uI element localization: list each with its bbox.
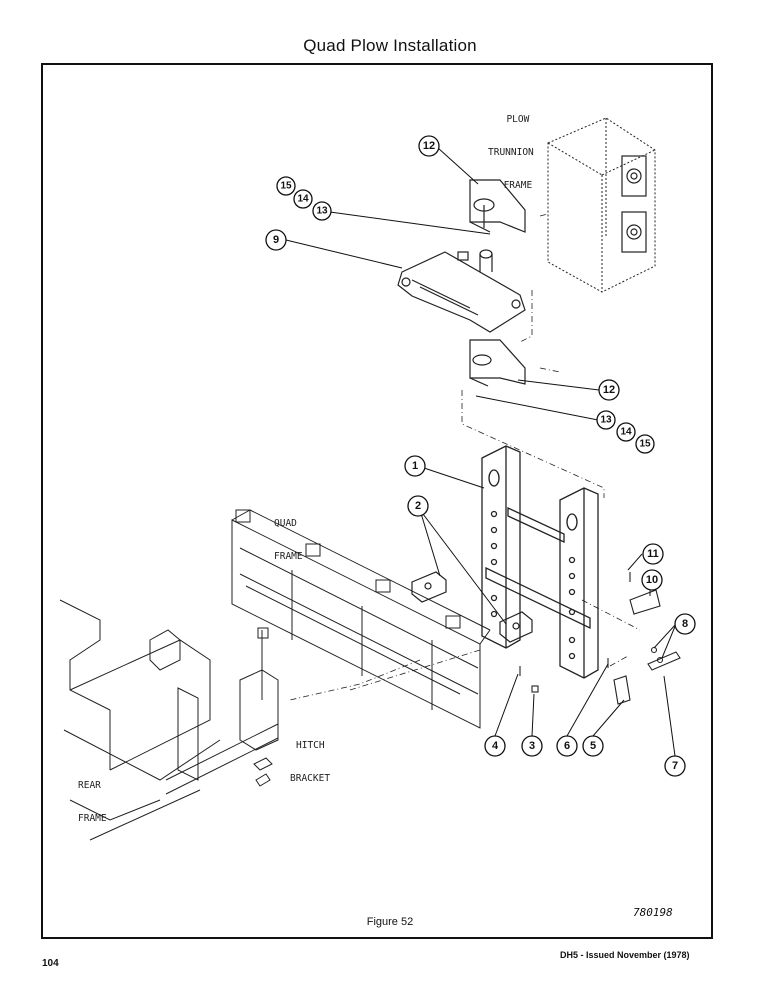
callout-15-upper-text: 15 — [280, 181, 292, 192]
callout-14-lower — [616, 422, 636, 442]
callout-1-text: 1 — [412, 460, 418, 472]
callout-8 — [674, 613, 696, 635]
callout-13-upper — [312, 201, 332, 221]
callout-12-lower — [598, 379, 620, 401]
callouts — [265, 135, 696, 777]
callout-7 — [664, 755, 686, 777]
label-plow-trunnion-frame: PLOW TRUNNION FRAME — [488, 92, 534, 202]
link-arm — [397, 249, 526, 333]
label-plow-line2: TRUNNION — [488, 147, 534, 158]
lower-bracket — [469, 339, 526, 387]
callout-3-text: 3 — [529, 740, 535, 752]
label-hitch-bracket: HITCH BRACKET — [290, 718, 330, 795]
callout-8-text: 8 — [682, 618, 688, 630]
callout-5-text: 5 — [590, 740, 596, 752]
callout-15-lower-text: 15 — [639, 439, 651, 450]
callout-11 — [642, 543, 664, 565]
callout-13-lower — [596, 410, 616, 430]
figure-caption: Figure 52 — [366, 916, 414, 928]
callout-12-lower-text: 12 — [603, 384, 615, 396]
label-hitch-line1: HITCH — [296, 740, 325, 751]
label-rear-frame: REAR FRAME — [78, 758, 107, 835]
label-rear-line1: REAR — [78, 780, 101, 791]
callout-6-text: 6 — [564, 740, 570, 752]
callout-9-text: 9 — [273, 234, 279, 246]
callout-5 — [582, 735, 604, 757]
callout-4 — [484, 735, 506, 757]
callout-13-lower-text: 13 — [600, 415, 612, 426]
callout-14-upper — [293, 189, 313, 209]
hitch-bracket — [165, 627, 279, 795]
callout-14-lower-text: 14 — [620, 427, 632, 438]
rear-frame — [59, 599, 221, 841]
trunnion-bosses — [621, 155, 647, 253]
page-title: Quad Plow Installation — [303, 36, 477, 55]
callout-15-lower — [635, 434, 655, 454]
callout-12-upper — [418, 135, 440, 157]
label-quad-line2: FRAME — [274, 551, 303, 562]
assembly-lines — [289, 213, 641, 701]
callout-4-text: 4 — [492, 740, 499, 752]
callout-10-text: 10 — [646, 574, 658, 586]
callout-9 — [265, 229, 287, 251]
callout-1 — [404, 455, 426, 477]
callout-10 — [641, 569, 663, 591]
label-plow-line1: PLOW — [506, 114, 530, 125]
leader-lines — [285, 147, 677, 757]
callout-15-upper — [276, 176, 296, 196]
spacer-plates — [411, 571, 533, 643]
callout-13-upper-text: 13 — [316, 206, 328, 217]
label-rear-line2: FRAME — [78, 813, 107, 824]
callout-7-text: 7 — [672, 760, 678, 772]
callout-6 — [556, 735, 578, 757]
label-quad-frame: QUAD FRAME — [274, 496, 303, 573]
callout-12-upper-text: 12 — [423, 140, 435, 152]
small-parts — [519, 572, 681, 705]
callout-14-upper-text: 14 — [297, 194, 309, 205]
label-hitch-line2: BRACKET — [290, 773, 331, 784]
callout-11-text: 11 — [647, 548, 659, 560]
upper-bracket — [469, 179, 526, 233]
figure-frame — [41, 63, 713, 939]
drawing-number: 780198 — [633, 906, 673, 919]
callout-3 — [521, 735, 543, 757]
label-plow-line3: FRAME — [503, 180, 533, 191]
issue-note: DH5 - Issued November (1978) — [560, 950, 690, 960]
callout-2 — [407, 495, 429, 517]
quad-frame — [231, 509, 491, 729]
label-quad-line1: QUAD — [274, 518, 297, 529]
callout-2-text: 2 — [415, 500, 421, 512]
upright-frame — [481, 445, 599, 679]
page-number: 104 — [42, 958, 59, 969]
plow-trunnion-frame — [547, 117, 656, 293]
